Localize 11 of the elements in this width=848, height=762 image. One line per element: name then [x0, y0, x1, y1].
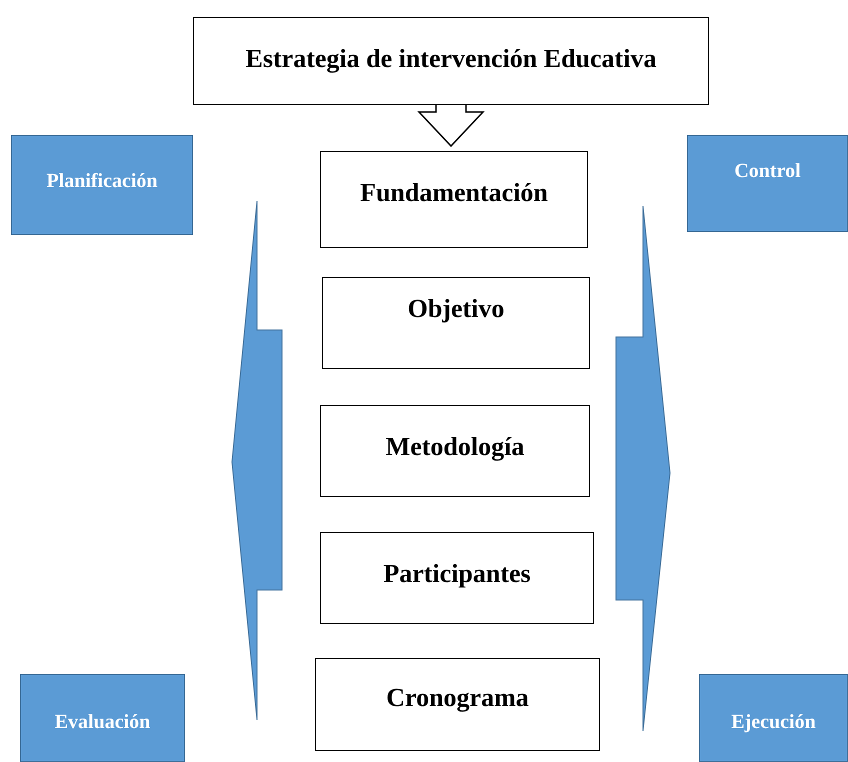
stage-box: Planificación [11, 135, 193, 235]
content-box: Participantes [320, 532, 594, 624]
content-box: Objetivo [322, 277, 590, 369]
content-box: Metodología [320, 405, 590, 497]
block-arrow [417, 103, 485, 148]
content-box: Estrategia de intervención Educativa [193, 17, 709, 105]
stage-box: Evaluación [20, 674, 185, 762]
stage-box: Ejecución [699, 674, 848, 762]
content-box: Fundamentación [320, 151, 588, 248]
stage-box: Control [687, 135, 848, 232]
content-box: Cronograma [315, 658, 600, 751]
